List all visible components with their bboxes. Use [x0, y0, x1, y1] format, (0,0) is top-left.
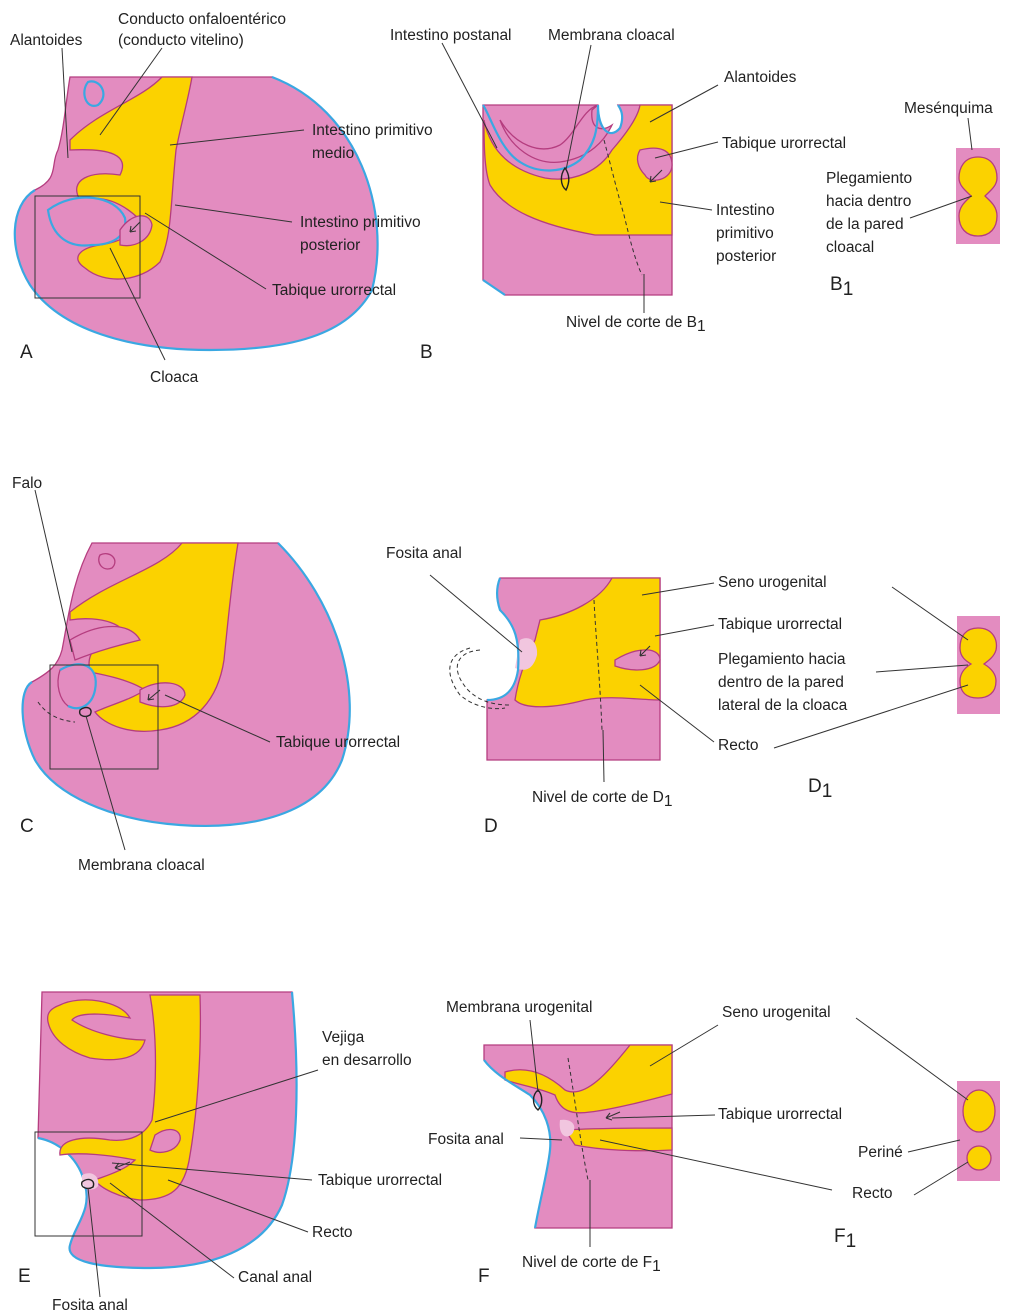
label-seno-f: Seno urogenital: [722, 1004, 831, 1021]
label-pleg-d1: Plegamiento hacia: [718, 651, 846, 668]
label-perine: Periné: [858, 1144, 903, 1161]
panel-c-drawing: [23, 543, 350, 826]
label-alantoides-a: Alantoides: [10, 32, 83, 49]
label-intestino-posterior-a-2: posterior: [300, 237, 360, 254]
label-alantoides-b: Alantoides: [724, 69, 797, 86]
label-intestino-postanal: Intestino postanal: [390, 27, 512, 44]
panel-letter-d: D: [484, 816, 498, 837]
label-membrana-cloacal-c: Membrana cloacal: [78, 857, 205, 874]
panel-f1-labels: Periné Recto F1: [834, 1144, 903, 1252]
label-seno-d: Seno urogenital: [718, 574, 827, 591]
panel-b1-drawing: [910, 118, 1000, 244]
panel-b-drawing: [483, 105, 672, 295]
label-falo: Falo: [12, 475, 42, 492]
label-posterior-b: posterior: [716, 248, 776, 265]
label-cloaca: Cloaca: [150, 369, 199, 386]
panel-letter-f1: F1: [834, 1226, 856, 1252]
label-pleg-b1-1: Plegamiento: [826, 170, 912, 187]
label-vejiga-2: en desarrollo: [322, 1052, 412, 1069]
label-tabique-d: Tabique urorrectal: [718, 616, 842, 633]
label-membrana-cloacal-b: Membrana cloacal: [548, 27, 675, 44]
label-vejiga-1: Vejiga: [322, 1029, 365, 1046]
label-intestino-b: Intestino: [716, 202, 775, 219]
panel-f1-drawing: [856, 1018, 1000, 1195]
label-intestino-medio: Intestino primitivo: [312, 122, 433, 139]
panel-f-drawing: [484, 1045, 672, 1228]
label-recto-e: Recto: [312, 1224, 353, 1241]
label-fosita-anal-d: Fosita anal: [386, 545, 462, 562]
panel-letter-d1: D1: [808, 776, 832, 802]
label-tabique-b: Tabique urorrectal: [722, 135, 846, 152]
label-primitivo-b: primitivo: [716, 225, 774, 242]
label-mesenquima: Mesénquima: [904, 100, 993, 117]
label-fosita-anal-f: Fosita anal: [428, 1131, 504, 1148]
panel-letter-e: E: [18, 1266, 31, 1287]
label-tabique-f: Tabique urorrectal: [718, 1106, 842, 1123]
label-nivel-corte-d: Nivel de corte de D1: [532, 789, 672, 810]
label-recto-d: Recto: [718, 737, 759, 754]
label-pleg-b1-4: cloacal: [826, 239, 874, 256]
label-conducto-vitelino: (conducto vitelino): [118, 32, 244, 49]
label-pleg-b1-2: hacia dentro: [826, 193, 911, 210]
panel-d1-labels: D1: [808, 776, 832, 802]
label-fosita-anal-e: Fosita anal: [52, 1297, 128, 1314]
label-intestino-posterior-a: Intestino primitivo: [300, 214, 421, 231]
label-nivel-corte-b: Nivel de corte de B1: [566, 314, 706, 335]
panel-d-drawing: [450, 578, 660, 760]
label-canal-anal: Canal anal: [238, 1269, 312, 1286]
label-recto-f: Recto: [852, 1185, 893, 1202]
label-tabique-c: Tabique urorrectal: [276, 734, 400, 751]
label-conducto-onfaloenterico: Conducto onfaloentérico: [118, 11, 286, 28]
label-pleg-b1-3: de la pared: [826, 216, 904, 233]
panel-e-drawing: [35, 992, 297, 1268]
panel-letter-a: A: [20, 342, 33, 363]
label-membrana-urogenital: Membrana urogenital: [446, 999, 592, 1016]
panel-letter-b: B: [420, 342, 433, 363]
label-nivel-corte-f: Nivel de corte de F1: [522, 1254, 661, 1275]
label-pleg-d2: dentro de la pared: [718, 674, 844, 691]
panel-letter-f: F: [478, 1266, 490, 1287]
label-pleg-d3: lateral de la cloaca: [718, 697, 848, 714]
panel-letter-b1: B1: [830, 274, 853, 300]
panel-letter-c: C: [20, 816, 34, 837]
label-tabique-a: Tabique urorrectal: [272, 282, 396, 299]
label-intestino-medio-2: medio: [312, 145, 354, 162]
label-tabique-e: Tabique urorrectal: [318, 1172, 442, 1189]
